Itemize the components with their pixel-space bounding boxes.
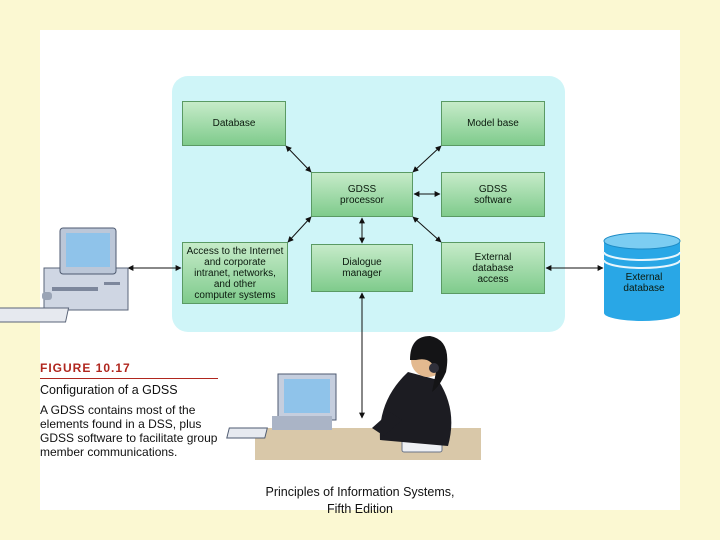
dialogue-manager-box: Dialogue manager xyxy=(311,244,413,292)
arrow-processor-model-base xyxy=(412,145,442,173)
footer-line-1: Principles of Information Systems, xyxy=(265,485,455,499)
gdss-software-box: GDSS software xyxy=(441,172,545,217)
database-box: Database xyxy=(182,101,286,146)
computer-icon xyxy=(0,227,129,323)
gdss-processor-box: GDSS processor xyxy=(311,172,413,217)
user-at-desk-illustration xyxy=(226,336,481,460)
figure-number: FIGURE 10.17 xyxy=(40,361,131,375)
figure-subtitle: Configuration of a GDSS xyxy=(40,383,178,397)
arrow-processor-database xyxy=(285,145,312,173)
internet-access-box: Access to the Internet and corporate int… xyxy=(182,242,288,304)
arrow-processor-external xyxy=(412,216,442,243)
arrow-processor-access xyxy=(287,216,312,243)
external-database-access-box: External database access xyxy=(441,242,545,294)
external-database-label: External database xyxy=(623,272,665,294)
figure-description: A GDSS contains most of the elements fou… xyxy=(40,403,218,459)
footer-line-2: Fifth Edition xyxy=(326,502,393,516)
slide-footer: Principles of Information Systems, Fifth… xyxy=(240,484,480,518)
external-database-cylinder xyxy=(603,232,681,321)
caption-rule xyxy=(40,378,218,379)
model-base-box: Model base xyxy=(441,101,545,146)
